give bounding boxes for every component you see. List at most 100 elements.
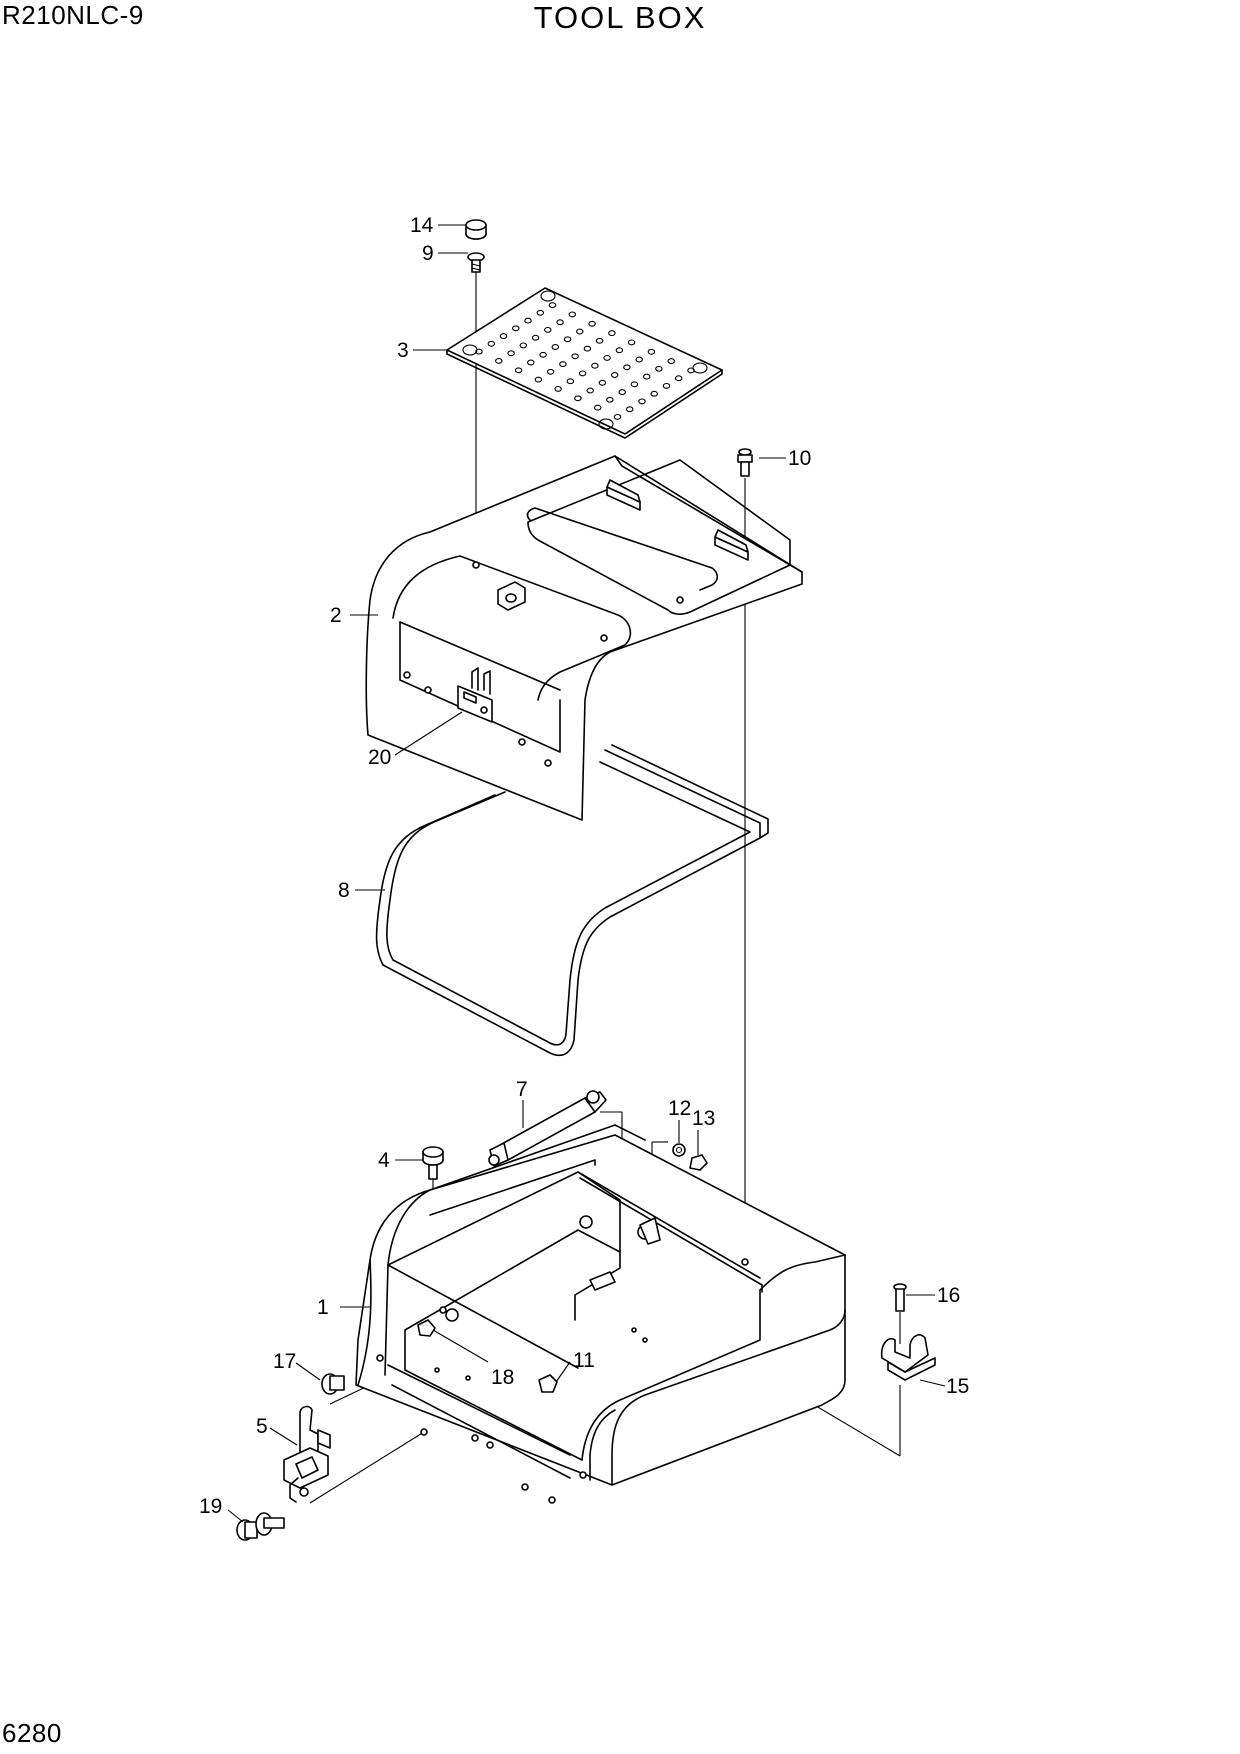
callout-11: 11: [573, 1349, 595, 1372]
callout-13: 13: [692, 1107, 715, 1130]
plate-hole: [574, 395, 582, 402]
plate-hole: [507, 350, 515, 357]
callout-14: 14: [410, 214, 434, 237]
plate-hole: [638, 398, 646, 405]
part-13-nut: [689, 1154, 708, 1171]
part-19-bolt: [236, 1512, 285, 1541]
plate-hole: [630, 381, 639, 388]
plate-hole: [635, 356, 643, 363]
part-9-bolt: [467, 252, 485, 273]
plate-hole: [598, 379, 607, 386]
plate-hole: [556, 319, 564, 326]
callout-15: 15: [946, 1375, 969, 1398]
plate-hole: [534, 376, 543, 383]
callout-leaders: [227, 224, 946, 1523]
part-12-washer: [672, 1143, 686, 1157]
plate-hole: [625, 406, 634, 413]
plate-hole: [551, 344, 560, 350]
callout-19: 19: [199, 1495, 222, 1518]
plate-hole: [578, 370, 587, 377]
plate-hole: [539, 351, 547, 358]
plate-hole: [674, 375, 683, 382]
plate-hole: [566, 378, 575, 385]
plate-hole: [571, 353, 579, 360]
part-17-plug: [321, 1373, 345, 1395]
callout-8: 8: [338, 879, 350, 902]
plate-hole: [536, 309, 545, 316]
callout-labels: 14 9 3 10 2 20 8 7 12 13 4 1 16 15 17 18…: [199, 214, 969, 1518]
part-2-cover: [365, 455, 803, 821]
plate-hole: [499, 333, 508, 340]
plate-hole: [606, 396, 614, 403]
part-15-clip: [880, 1334, 936, 1381]
plate-hole: [593, 404, 602, 411]
plate-mount-hole: [462, 344, 478, 356]
part-11-nut: [538, 1374, 558, 1393]
plate-hole: [546, 368, 555, 375]
plate-hole: [662, 382, 671, 389]
plate-hole: [613, 413, 622, 420]
callout-16: 16: [937, 1284, 960, 1307]
callout-1: 1: [317, 1296, 329, 1319]
plate-hole: [559, 361, 567, 368]
part-5-latch: [283, 1405, 331, 1503]
plate-hole: [610, 372, 619, 378]
plate-hole: [531, 334, 540, 341]
plate-hole: [586, 387, 594, 394]
plate-hole: [623, 364, 631, 371]
callout-4: 4: [378, 1149, 390, 1172]
callout-12: 12: [668, 1097, 691, 1120]
callout-10: 10: [788, 447, 811, 470]
callout-2: 2: [330, 604, 342, 627]
plate-mount-hole: [692, 362, 708, 374]
plate-hole: [524, 317, 532, 324]
callout-9: 9: [422, 242, 434, 265]
part-16-bolt: [893, 1283, 907, 1312]
plate-hole: [647, 348, 656, 355]
plate-hole: [603, 354, 611, 361]
callout-18: 18: [491, 1366, 514, 1389]
callout-17: 17: [273, 1350, 296, 1373]
plate-hole: [514, 367, 523, 374]
part-7-gas-spring: [488, 1090, 607, 1167]
plate-hole: [487, 340, 496, 347]
plate-hole: [548, 302, 557, 309]
plate-mount-hole: [540, 290, 556, 302]
model-code: R210NLC-9: [2, 0, 144, 30]
plate-hole: [519, 342, 528, 349]
plate-hole: [595, 337, 604, 344]
plate-hole: [618, 389, 626, 396]
plate-hole: [608, 330, 616, 337]
part-4-bolt: [422, 1146, 444, 1180]
plate-hole: [475, 348, 483, 355]
part-14-cap: [465, 219, 487, 240]
part-10-bolt: [737, 448, 753, 477]
part-3-perforated-plate: [446, 287, 723, 439]
plate-hole: [583, 345, 592, 352]
plate-hole: [650, 390, 658, 397]
callout-7: 7: [516, 1078, 528, 1101]
page-title: TOOL BOX: [533, 0, 707, 35]
plate-mount-hole: [598, 418, 614, 430]
plate-hole: [568, 311, 577, 318]
callout-20: 20: [368, 746, 391, 769]
plate-hole: [495, 357, 503, 364]
plate-hole: [627, 339, 636, 346]
plate-hole: [588, 320, 596, 327]
plate-hole: [544, 326, 552, 333]
plate-hole: [576, 328, 584, 335]
plate-hole: [527, 359, 535, 366]
page-number: 6280: [2, 1718, 62, 1748]
plate-hole: [642, 373, 651, 380]
plate-hole: [554, 385, 562, 392]
plate-hole: [591, 362, 599, 369]
part-1-box-body: [355, 1124, 846, 1504]
plate-hole: [615, 347, 624, 354]
plate-hole: [512, 325, 520, 332]
callout-5: 5: [256, 1415, 268, 1438]
part-18-nut: [417, 1319, 436, 1337]
part-8-seal: [375, 744, 769, 1057]
plate-hole: [667, 358, 675, 365]
plate-hole: [655, 365, 663, 372]
